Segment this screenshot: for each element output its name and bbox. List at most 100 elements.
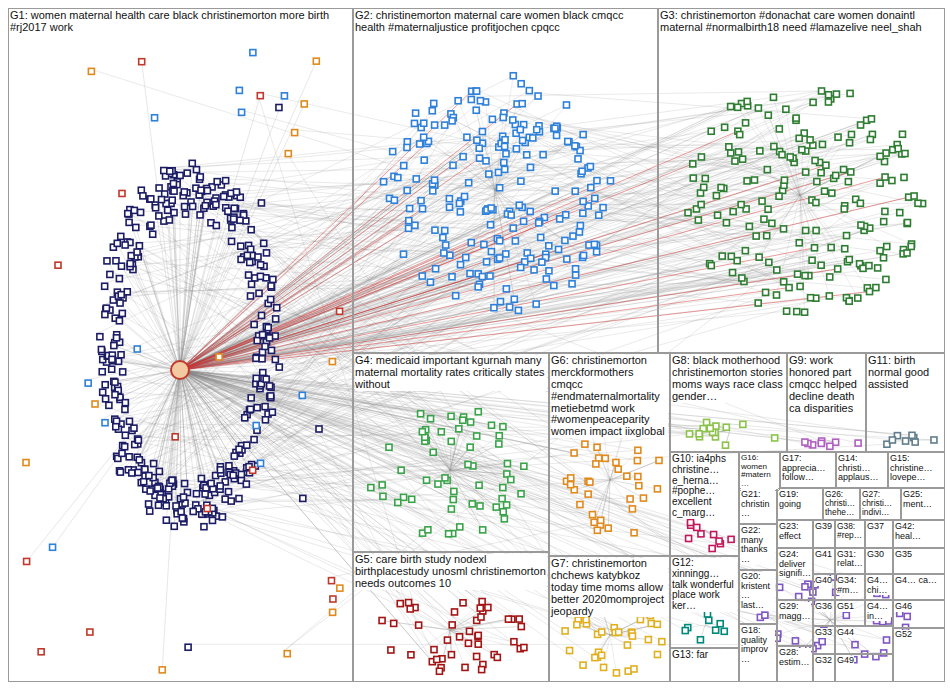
edge-line bbox=[604, 635, 610, 667]
edge-line bbox=[513, 146, 892, 150]
edge-line bbox=[180, 165, 826, 370]
edge-line bbox=[495, 76, 513, 190]
vertex-square bbox=[475, 641, 481, 647]
vertex-square bbox=[430, 188, 436, 194]
vertex-square bbox=[698, 154, 704, 160]
edge-line bbox=[746, 195, 800, 209]
vertex-square bbox=[249, 281, 255, 287]
edge-line bbox=[577, 625, 610, 635]
vertex-square bbox=[462, 194, 468, 200]
vertex-square bbox=[285, 151, 291, 157]
vertex-square bbox=[247, 406, 253, 412]
edge-line bbox=[452, 121, 495, 190]
vertex-square bbox=[254, 405, 260, 411]
vertex-square bbox=[450, 497, 456, 503]
vertex-square bbox=[496, 441, 502, 447]
vertex-square bbox=[237, 217, 243, 223]
vertex-square bbox=[466, 180, 472, 186]
vertex-square bbox=[467, 444, 473, 450]
vertex-square bbox=[847, 90, 853, 96]
edge-line bbox=[569, 230, 816, 280]
edge-line bbox=[180, 91, 472, 370]
vertex-square bbox=[122, 242, 128, 248]
vertex-square bbox=[579, 168, 585, 174]
vertex-square bbox=[368, 485, 374, 491]
vertex-square bbox=[477, 98, 483, 104]
vertex-square bbox=[131, 425, 137, 431]
edge-line bbox=[180, 146, 505, 370]
vertex-square bbox=[197, 174, 203, 180]
edge-line bbox=[585, 444, 610, 480]
vertex-square bbox=[904, 250, 910, 256]
vertex-square bbox=[258, 460, 264, 466]
vertex-square bbox=[380, 493, 386, 499]
vertex-square bbox=[841, 167, 847, 173]
edge-line bbox=[180, 158, 480, 370]
vertex-square bbox=[457, 524, 463, 530]
edge-line bbox=[535, 93, 871, 119]
vertex-square bbox=[518, 624, 524, 630]
vertex-square bbox=[259, 356, 265, 362]
vertex-square bbox=[166, 217, 172, 223]
vertex-square bbox=[546, 268, 552, 274]
vertex-square bbox=[829, 190, 835, 196]
vertex-square bbox=[337, 585, 343, 591]
vertex-square bbox=[855, 295, 861, 301]
edge-line bbox=[180, 163, 192, 370]
vertex-square bbox=[231, 453, 237, 459]
vertex-square bbox=[708, 128, 714, 134]
edge-line bbox=[180, 157, 463, 370]
vertex-square bbox=[779, 152, 785, 158]
edge-line bbox=[239, 109, 393, 151]
vertex-square bbox=[251, 437, 257, 443]
vertex-square bbox=[117, 300, 123, 306]
vertex-square bbox=[883, 276, 889, 282]
vertex-square bbox=[883, 150, 889, 156]
edge-line bbox=[195, 506, 887, 640]
edge-line bbox=[150, 370, 180, 491]
vertex-square bbox=[448, 438, 454, 444]
vertex-square bbox=[274, 305, 280, 311]
vertex-square bbox=[102, 420, 108, 426]
vertex-square bbox=[23, 460, 29, 466]
edge-line bbox=[382, 621, 450, 630]
edge-line bbox=[142, 62, 180, 370]
vertex-square bbox=[510, 73, 516, 79]
vertex-square bbox=[268, 296, 274, 302]
vertex-square bbox=[406, 218, 412, 224]
vertex-square bbox=[430, 449, 436, 455]
edge-line bbox=[450, 630, 520, 649]
vertex-square bbox=[109, 366, 115, 372]
edge-line bbox=[114, 240, 688, 538]
vertex-square bbox=[774, 267, 780, 273]
vertex-square bbox=[253, 375, 259, 381]
vertex-square bbox=[690, 175, 696, 181]
vertex-square bbox=[848, 169, 854, 175]
vertex-square bbox=[826, 92, 832, 98]
edge-line bbox=[430, 151, 806, 181]
vertex-square bbox=[161, 168, 167, 174]
vertex-square bbox=[516, 202, 522, 208]
vertex-square bbox=[107, 271, 113, 277]
vertex-square bbox=[134, 346, 140, 352]
vertex-square bbox=[155, 502, 161, 508]
vertex-square bbox=[575, 156, 581, 162]
edge-line bbox=[169, 370, 180, 497]
vertex-square bbox=[539, 259, 545, 265]
vertex-square bbox=[267, 383, 273, 389]
vertex-square bbox=[488, 249, 494, 255]
vertex-square bbox=[265, 325, 271, 331]
edge-line bbox=[252, 275, 720, 624]
edge-line bbox=[610, 434, 623, 480]
vertex-square bbox=[103, 305, 109, 311]
vertex-square bbox=[221, 194, 227, 200]
vertex-square bbox=[497, 255, 503, 261]
vertex-square bbox=[873, 285, 879, 291]
edge-line bbox=[180, 225, 415, 370]
vertex-square bbox=[781, 177, 787, 183]
vertex-square bbox=[177, 172, 183, 178]
vertex-square bbox=[737, 132, 743, 138]
vertex-square bbox=[272, 356, 278, 362]
vertex-square bbox=[442, 122, 448, 128]
vertex-square bbox=[146, 501, 152, 507]
